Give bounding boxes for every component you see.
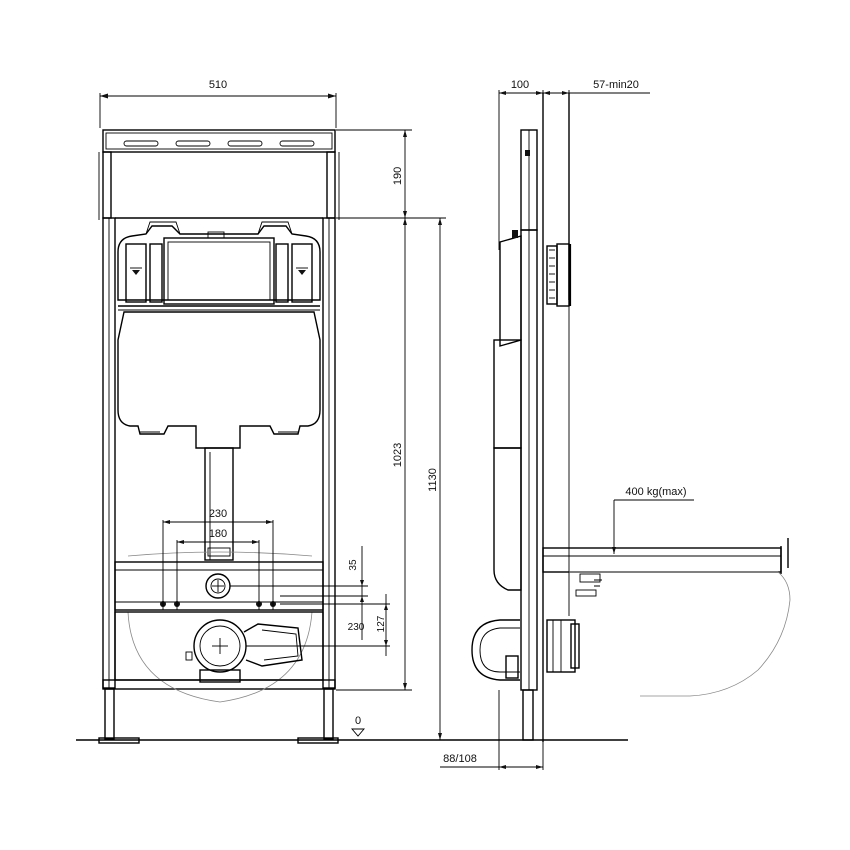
load-indicator: 400 kg(max): [612, 486, 694, 554]
dimension-width: 510: [99, 79, 337, 128]
bolt-spacing-inner-label: 180: [209, 528, 227, 540]
toilet-bowl-side: [542, 538, 791, 697]
width-label: 510: [209, 79, 227, 91]
frame: [98, 129, 340, 744]
side-view: 100 57-min20: [440, 79, 791, 770]
dimension-1130-label: 1130: [427, 468, 439, 492]
foot-depth-label: 88/108: [443, 753, 477, 765]
bolt-spacing-outer-label: 230: [209, 508, 227, 520]
dimension-35-label: 35: [348, 559, 359, 571]
dimension-bolt-spacing: 230 180: [162, 508, 274, 610]
floor-level-label: 0: [355, 715, 361, 727]
flush-button-side: [546, 243, 572, 307]
front-view: 510: [76, 79, 628, 744]
frame-profile: [520, 129, 538, 741]
waste-elbow: [471, 619, 580, 681]
depth-label: 100: [511, 79, 529, 91]
flush-pipe: [204, 447, 234, 561]
dimension-foot: 88/108: [440, 690, 544, 770]
dimension-127-label: 127: [376, 615, 387, 632]
dimension-1130: 1130: [427, 218, 442, 740]
dimension-190-label: 190: [392, 167, 404, 185]
dimension-230-side-label: 230: [348, 622, 365, 633]
load-label: 400 kg(max): [625, 486, 686, 498]
wall-thickness-label: 57-min20: [593, 79, 639, 91]
floor-level-marker: 0: [351, 715, 365, 737]
waste-outlet: [114, 611, 324, 683]
cistern: [117, 221, 321, 449]
cistern-side: [493, 230, 522, 591]
dimension-190: 190: [336, 129, 446, 219]
dimension-1023: 1023: [336, 218, 412, 691]
dimension-vertical-small: 35 127 230: [230, 546, 390, 656]
dimension-1023-label: 1023: [392, 443, 404, 467]
